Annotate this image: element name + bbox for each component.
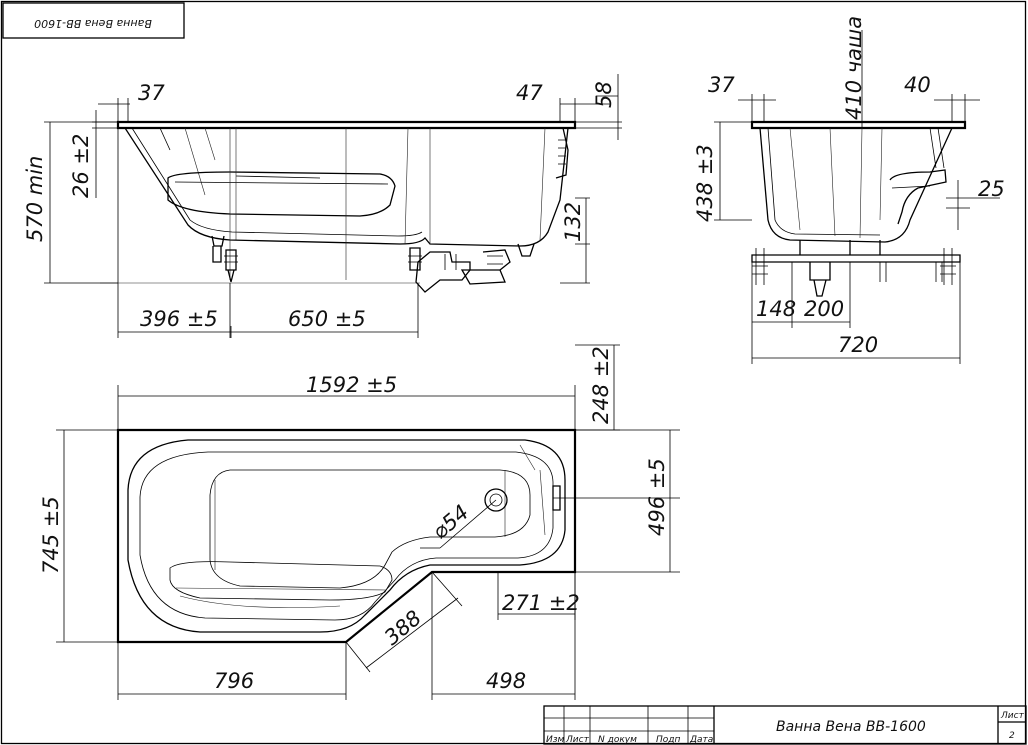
- col-izm: Изм: [546, 735, 565, 745]
- col-n-dokum: N докум: [598, 735, 637, 745]
- dim-148: 148: [756, 297, 796, 321]
- sheet-label: Лист: [1000, 711, 1025, 721]
- dim-37-side: 37: [138, 81, 165, 105]
- dim-132: 132: [561, 202, 585, 242]
- dim-248: 248 ±2: [589, 346, 613, 424]
- dim-25: 25: [978, 177, 1005, 201]
- dim-796: 796: [214, 669, 254, 693]
- dim-271: 271 ±2: [502, 591, 580, 615]
- dim-438: 438 ±3: [693, 144, 717, 222]
- side-view: 37 47 58 26 ±2 570 min 132 396 ±5 650 ±5: [23, 74, 622, 338]
- dim-200: 200: [804, 297, 844, 321]
- dim-496: 496 ±5: [645, 458, 669, 536]
- title-block: Изм Лист N докум Подп Дата Ванна Вена ВВ…: [543, 705, 1027, 745]
- dim-396: 396 ±5: [140, 307, 218, 331]
- dim-58: 58: [592, 81, 616, 108]
- dim-40: 40: [904, 73, 931, 97]
- dim-650: 650 ±5: [288, 307, 366, 331]
- dim-1592: 1592 ±5: [306, 373, 397, 397]
- col-list: Лист: [565, 735, 590, 745]
- dim-410-bowl: 410 чаша: [842, 16, 866, 120]
- dim-37-end: 37: [708, 73, 735, 97]
- end-view: 37 410 чаша 40 438 ±3 25 148 200 720: [693, 16, 1005, 364]
- col-data: Дата: [689, 735, 713, 745]
- drawing-title: Ванна Вена ВВ-1600: [776, 719, 926, 735]
- dim-388: 388: [380, 606, 426, 650]
- dim-26: 26 ±2: [69, 134, 93, 198]
- dim-498: 498: [486, 669, 526, 693]
- top-view: 1592 ±5 248 ±2 496 ±5 745 ±5 ⌀54 271 ±2 …: [39, 344, 680, 700]
- stamp-text: Ванна Вена ВВ-1600: [34, 17, 152, 30]
- dim-47: 47: [516, 81, 543, 105]
- sheet-number: 2: [1009, 731, 1015, 741]
- dim-720: 720: [838, 333, 878, 357]
- dim-745: 745 ±5: [39, 496, 63, 574]
- col-podp: Подп: [656, 735, 680, 745]
- mirrored-stamp: Ванна Вена ВВ-1600: [2, 2, 185, 39]
- dim-570-min: 570 min: [23, 156, 47, 242]
